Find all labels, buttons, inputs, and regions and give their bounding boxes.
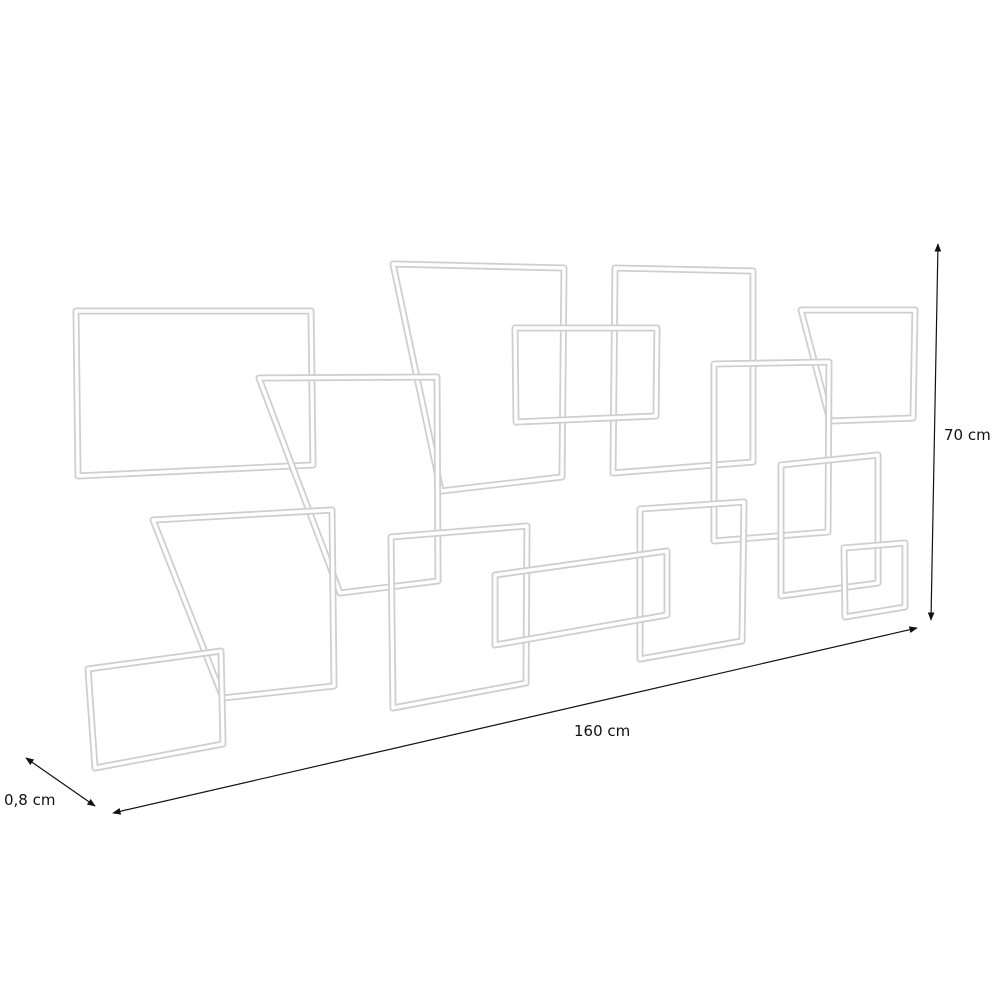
height-dimension-line: [927, 243, 942, 621]
frame-rectangle-11: [779, 453, 880, 598]
frame-rectangle-5: [257, 375, 440, 595]
frame-rectangle-7-outline: [710, 358, 833, 545]
frame-rectangle-8: [151, 508, 336, 700]
depth-dimension: 0,8 cm: [4, 757, 96, 809]
frame-rectangle-7: [712, 360, 831, 543]
height-label: 70 cm: [944, 426, 991, 444]
depth-label: 0,8 cm: [4, 791, 55, 809]
frame-rectangle-12: [493, 549, 669, 647]
frame-rectangle-4: [799, 308, 917, 423]
height-dimension: 70 cm: [927, 243, 991, 621]
frame-rectangle-3-outline: [609, 264, 757, 477]
width-dimension-line: [112, 626, 918, 815]
frame-rectangle-5-outline: [255, 373, 442, 597]
frame-rectangle-14-outline: [84, 647, 227, 772]
width-label: 160 cm: [574, 722, 630, 740]
frame-rectangle-10-outline: [636, 498, 748, 663]
frame-rectangle-9-outline: [387, 522, 531, 712]
frame-rectangle-8-outline: [149, 506, 338, 702]
frame-rectangle-1: [74, 309, 315, 478]
width-dimension: 160 cm: [112, 626, 918, 815]
frame-rectangle-3: [611, 266, 755, 475]
frame-rectangle-1-outline: [72, 307, 317, 480]
frame-rectangle-10: [638, 500, 746, 661]
frame-rectangle-9: [389, 524, 529, 710]
frame-rectangle-6: [513, 326, 659, 424]
frame-rectangle-6-outline: [511, 324, 661, 426]
depth-dimension-line: [25, 757, 96, 807]
frame-rectangle-2: [391, 262, 566, 493]
wall-art-frames: [72, 260, 919, 772]
frame-rectangle-13: [842, 541, 907, 619]
